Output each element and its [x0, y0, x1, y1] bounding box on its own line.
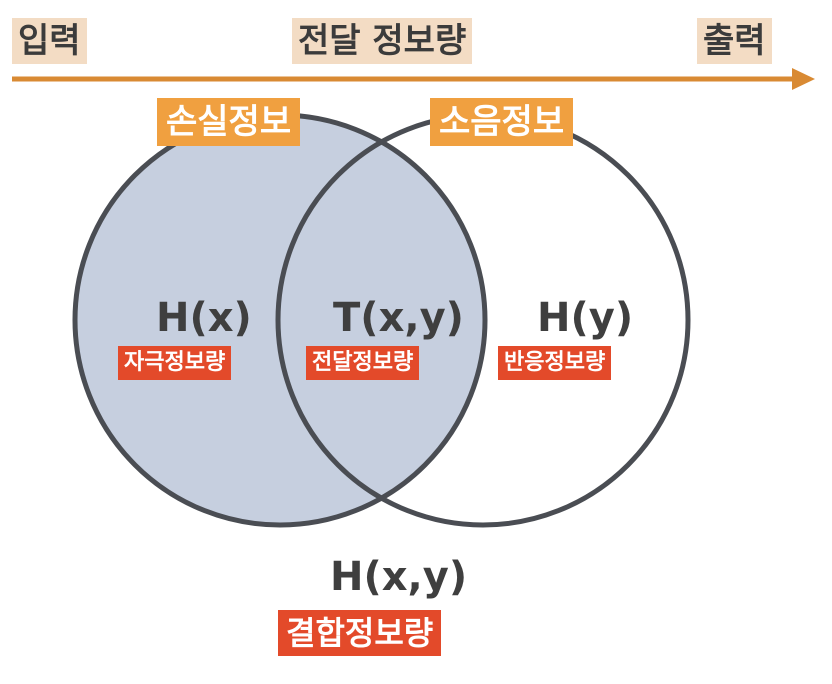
loss-info-caption: 손실정보 [157, 98, 301, 146]
response-info-badge: 반응정보량 [498, 346, 612, 380]
flow-arrow-head [792, 68, 815, 90]
transmitted-info-badge: 전달정보량 [306, 346, 420, 380]
hy-symbol: H(y) [537, 295, 634, 341]
stimulus-info-badge: 자극정보량 [118, 346, 232, 380]
hxy-symbol: H(x,y) [330, 554, 468, 600]
hx-symbol: H(x) [156, 295, 252, 341]
input-label: 입력 [12, 18, 87, 64]
txy-symbol: T(x,y) [333, 295, 464, 341]
joint-info-badge: 결합정보량 [278, 610, 442, 656]
output-label: 출력 [697, 18, 772, 64]
noise-info-caption: 소음정보 [430, 98, 574, 146]
transfer-info-label: 전달 정보량 [292, 18, 473, 64]
